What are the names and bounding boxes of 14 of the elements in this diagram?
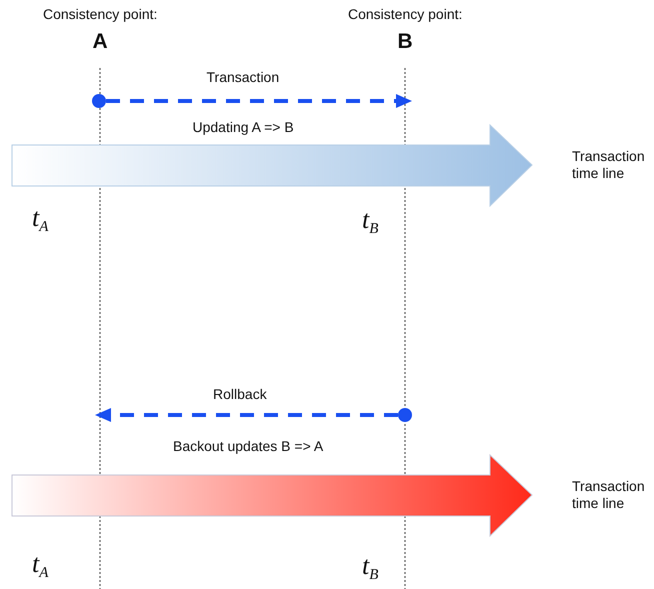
label-text: Updating A => B [192, 119, 294, 136]
time-label: t$_{B}$ [362, 206, 378, 239]
point-label: B [398, 30, 413, 54]
point-label: A [92, 30, 108, 54]
time-label: t$_{A}$ [32, 204, 48, 237]
timeline-label: Transaction time line [572, 478, 646, 512]
timeline-label: Transaction time line [572, 148, 646, 182]
label-text: Consistency point: [43, 6, 158, 23]
time-label: t$_{B}$ [362, 552, 378, 585]
label-text: Backout updates B => A [173, 438, 324, 455]
label-text: Consistency point: [348, 6, 462, 23]
label-text: Rollback [213, 386, 267, 403]
label-text: Transaction [206, 69, 280, 86]
time-label: t$_{A}$ [32, 550, 48, 583]
